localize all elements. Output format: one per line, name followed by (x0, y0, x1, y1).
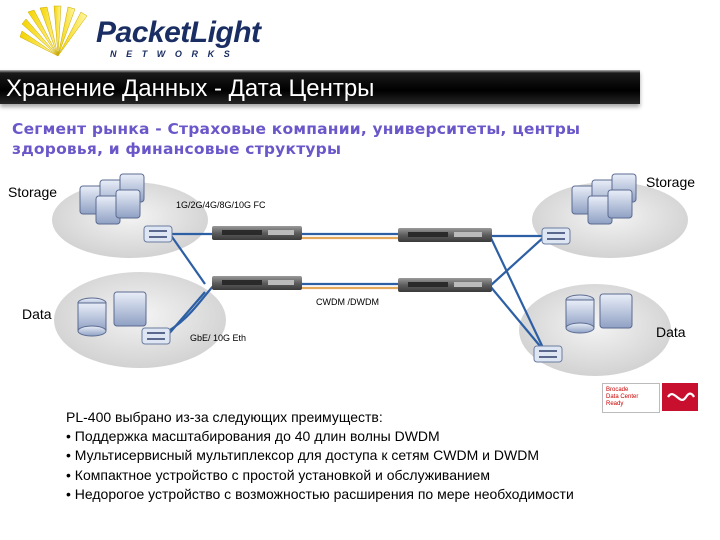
logo-starburst-icon (19, 5, 88, 57)
list-item: • Недорогое устройство с возможностью ра… (66, 485, 574, 502)
list-item: • Компактное устройство с простой устано… (66, 466, 490, 483)
logo-wordmark: PacketLight (96, 16, 261, 49)
pl400-device-top-right (398, 228, 492, 242)
storage-label-right: Storage (646, 174, 696, 190)
packetlight-logo: PacketLight NETWORKS (18, 4, 261, 66)
pl400-device-bottom-right (398, 278, 492, 292)
title-bar: Хранение Данных - Дата Центры (0, 70, 640, 104)
switch-icon (143, 225, 173, 243)
brocade-logo-icon (662, 383, 698, 411)
data-label-left: Data (22, 306, 52, 322)
switch-icon (533, 345, 563, 363)
switch-icon (141, 327, 171, 345)
storage-array-left-icon (79, 173, 145, 225)
ethernet-rate-label: GbE/ 10G Eth (190, 333, 247, 343)
fiber-link (169, 233, 206, 285)
list-item: • Поддержка масштабирования до 40 длин в… (66, 428, 440, 445)
badge-text-line: Brocade (606, 387, 629, 393)
network-diagram (52, 173, 688, 376)
brocade-ready-badge: Brocade Data Center Ready (602, 383, 700, 413)
advantages-list: PL-400 выбрано из-за следующих преимущес… (66, 408, 706, 504)
data-label-right: Data (656, 324, 686, 340)
fc-rate-label: 1G/2G/4G/8G/10G FC (176, 200, 266, 210)
pl400-device-bottom-left (212, 276, 302, 290)
storage-array-right-icon (571, 173, 637, 225)
pl400-device-top-left (212, 226, 302, 240)
cwdm-dwdm-label: CWDM /DWDM (316, 297, 379, 307)
badge-text-line: Ready (606, 401, 624, 407)
logo-tagline: NETWORKS (110, 49, 240, 59)
advantages-heading: PL-400 выбрано из-за следующих преимущес… (66, 409, 383, 425)
switch-icon (541, 227, 571, 245)
database-server-left-icon (77, 291, 147, 337)
list-item: • Мультисервисный мультиплексор для дост… (66, 447, 539, 464)
database-server-right-icon (565, 293, 633, 334)
fiber-link (489, 235, 546, 353)
market-segment-subtitle: Сегмент рынка - Страховые компании, унив… (12, 120, 581, 158)
storage-label-left: Storage (8, 184, 58, 200)
badge-text-line: Data Center (606, 394, 639, 400)
fiber-link (489, 285, 546, 353)
fiber-link (489, 235, 546, 287)
page-title: Хранение Данных - Дата Центры (6, 75, 375, 102)
